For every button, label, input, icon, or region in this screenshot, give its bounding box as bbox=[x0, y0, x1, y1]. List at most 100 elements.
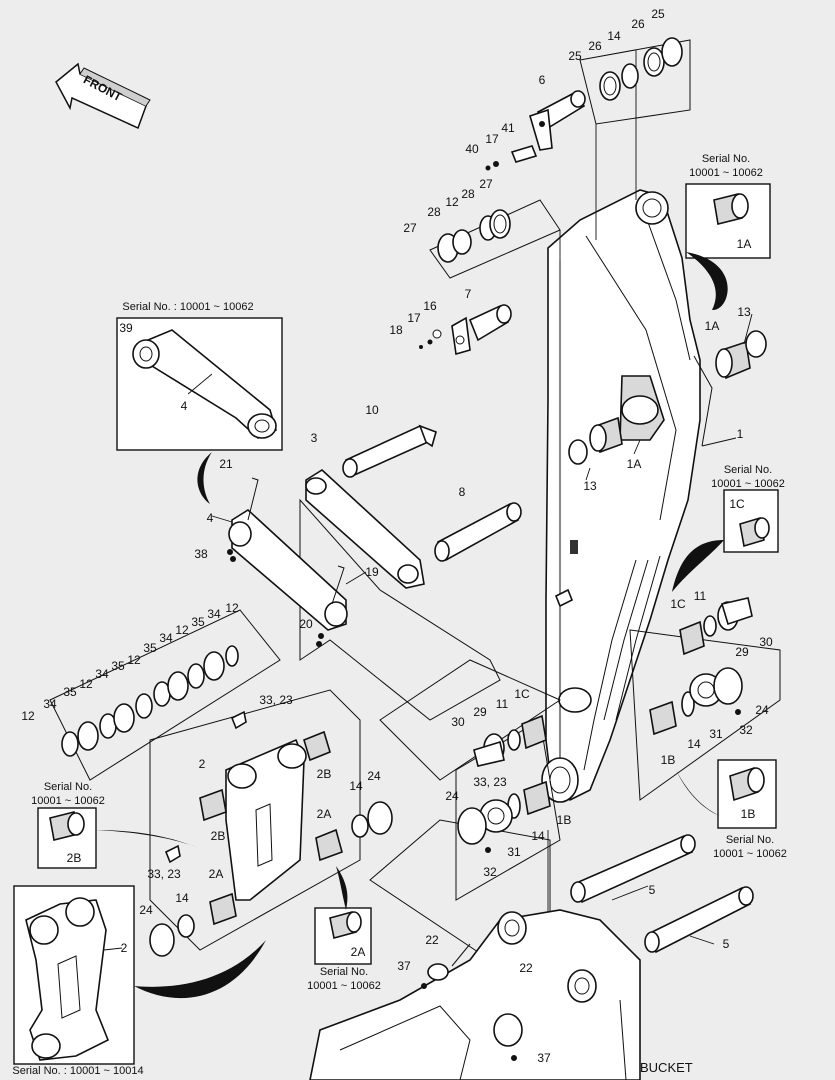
seal-ring-set-mid bbox=[437, 209, 511, 263]
callout-12: 12 bbox=[127, 653, 141, 667]
arm-body bbox=[541, 189, 713, 803]
callout-37: 37 bbox=[397, 959, 411, 973]
callout-6: 6 bbox=[539, 73, 546, 87]
callout-1b: 1B bbox=[557, 813, 572, 827]
callout-labels: 25 26 14 26 25 6 41 17 40 27 28 12 28 27… bbox=[21, 7, 773, 1065]
callout-21: 21 bbox=[219, 457, 233, 471]
link-4 bbox=[227, 477, 348, 647]
plate-41 bbox=[485, 145, 538, 171]
callout-25: 25 bbox=[568, 49, 582, 63]
callout-24: 24 bbox=[367, 769, 381, 783]
callout-2b: 2B bbox=[211, 829, 226, 843]
callout-26: 26 bbox=[631, 17, 645, 31]
callout-12: 12 bbox=[21, 709, 35, 723]
serial-4: Serial No. : 10001 ~ 10062 bbox=[122, 301, 253, 313]
link-3 bbox=[305, 468, 425, 589]
callout-28: 28 bbox=[427, 205, 441, 219]
callout-4: 4 bbox=[181, 399, 188, 413]
callout-31: 31 bbox=[507, 845, 521, 859]
pin-8 bbox=[434, 502, 522, 562]
callout-18: 18 bbox=[389, 323, 403, 337]
callout-33-23: 33, 23 bbox=[147, 867, 181, 881]
callout-27: 27 bbox=[403, 221, 417, 235]
callout-3: 3 bbox=[311, 431, 318, 445]
callout-27: 27 bbox=[479, 177, 493, 191]
callout-13: 13 bbox=[737, 305, 751, 319]
callout-39: 39 bbox=[119, 321, 133, 335]
bushing-1c-set bbox=[473, 597, 753, 767]
callout-24: 24 bbox=[445, 789, 459, 803]
callout-35: 35 bbox=[143, 641, 157, 655]
callout-33-23: 33, 23 bbox=[259, 693, 293, 707]
callout-41: 41 bbox=[501, 121, 515, 135]
callout-1b: 1B bbox=[661, 753, 676, 767]
callout-4: 4 bbox=[207, 511, 214, 525]
link-2-boxed bbox=[13, 885, 135, 1065]
serial-1a-line1: Serial No. bbox=[702, 153, 750, 165]
callout-34: 34 bbox=[43, 697, 57, 711]
link-2 bbox=[149, 710, 393, 957]
serial-notes: Serial No. 10001 ~ 10062 Serial No. 1000… bbox=[12, 153, 786, 1077]
callout-5: 5 bbox=[649, 883, 656, 897]
callout-35: 35 bbox=[63, 685, 77, 699]
callout-35: 35 bbox=[111, 659, 125, 673]
callout-30: 30 bbox=[451, 715, 465, 729]
callout-14: 14 bbox=[687, 737, 701, 751]
serial-1b-line2: 10001 ~ 10062 bbox=[713, 848, 787, 860]
callout-40: 40 bbox=[465, 142, 479, 156]
callout-12: 12 bbox=[175, 623, 189, 637]
callout-34: 34 bbox=[207, 607, 221, 621]
link-4-boxed bbox=[116, 317, 283, 451]
pin-10 bbox=[342, 424, 437, 478]
callout-1a: 1A bbox=[627, 457, 642, 471]
callout-34: 34 bbox=[159, 631, 173, 645]
box-label-1c: 1C bbox=[729, 497, 745, 511]
callout-2: 2 bbox=[121, 941, 128, 955]
box-label-2a: 2A bbox=[351, 945, 366, 959]
shim-stack bbox=[61, 645, 239, 757]
callout-26: 26 bbox=[588, 39, 602, 53]
callout-1c: 1C bbox=[670, 597, 686, 611]
callout-2a: 2A bbox=[209, 867, 224, 881]
callout-14: 14 bbox=[175, 891, 189, 905]
bucket-label: BUCKET bbox=[640, 1060, 693, 1075]
callout-2: 2 bbox=[199, 757, 206, 771]
bushing-box-1a bbox=[685, 183, 771, 259]
callout-22: 22 bbox=[519, 961, 533, 975]
serial-1a-line2: 10001 ~ 10062 bbox=[689, 167, 763, 179]
bushing-1b-set bbox=[457, 667, 743, 853]
callout-29: 29 bbox=[473, 705, 487, 719]
callout-16: 16 bbox=[423, 299, 437, 313]
callout-19: 19 bbox=[365, 565, 379, 579]
serial-2b-line1: Serial No. bbox=[44, 781, 92, 793]
callout-8: 8 bbox=[459, 485, 466, 499]
front-arrow: FRONT bbox=[55, 62, 151, 130]
callout-14: 14 bbox=[607, 29, 621, 43]
callout-37: 37 bbox=[537, 1051, 551, 1065]
callout-14: 14 bbox=[531, 829, 545, 843]
callout-17: 17 bbox=[407, 311, 421, 325]
callout-12: 12 bbox=[225, 601, 239, 615]
serial-1c-line1: Serial No. bbox=[724, 464, 772, 476]
callout-14: 14 bbox=[349, 779, 363, 793]
callout-5: 5 bbox=[723, 937, 730, 951]
callout-12: 12 bbox=[445, 195, 459, 209]
callout-32: 32 bbox=[483, 865, 497, 879]
box-label-2b: 2B bbox=[67, 851, 82, 865]
callout-32: 32 bbox=[739, 723, 753, 737]
bushing-box-2b bbox=[37, 807, 97, 869]
serial-2a-line2: 10001 ~ 10062 bbox=[307, 980, 381, 992]
callout-2a: 2A bbox=[317, 807, 332, 821]
serial-1c-line2: 10001 ~ 10062 bbox=[711, 478, 785, 490]
bushing-box-2a bbox=[314, 907, 372, 965]
callout-1a: 1A bbox=[705, 319, 720, 333]
callout-24: 24 bbox=[139, 903, 153, 917]
pin-6 bbox=[529, 90, 586, 151]
pin-7 bbox=[419, 304, 512, 356]
bushing-1a-set bbox=[568, 330, 767, 465]
callout-11: 11 bbox=[496, 697, 509, 711]
callout-10: 10 bbox=[365, 403, 379, 417]
callout-29: 29 bbox=[735, 645, 749, 659]
seal-ring-set-top bbox=[599, 37, 683, 101]
